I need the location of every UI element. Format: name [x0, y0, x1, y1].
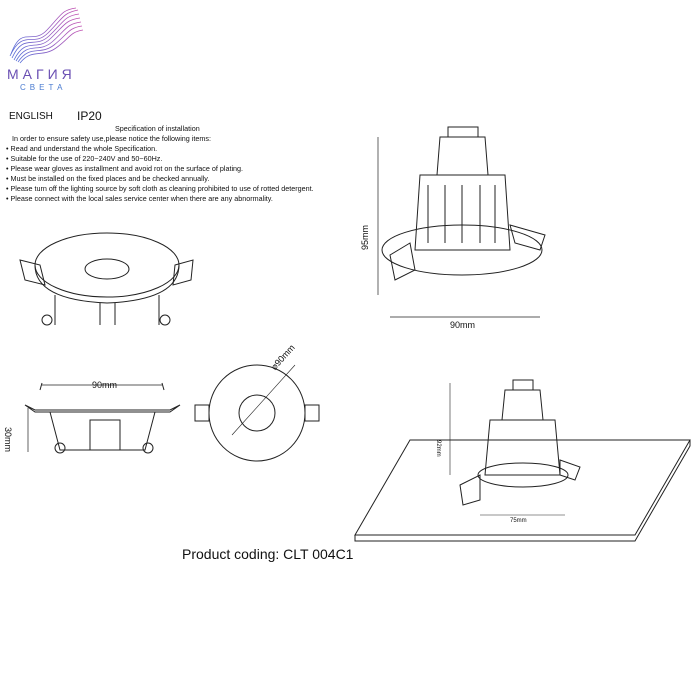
spec-intro: In order to ensure safety use,please not…	[12, 134, 211, 143]
spec-title: Specification of installation	[115, 124, 200, 133]
spec-item: • Read and understand the whole Specific…	[6, 144, 158, 153]
logo-wave-icon	[9, 7, 84, 64]
fixture-side-drawing	[24, 382, 181, 454]
lamp-fixture-drawing	[377, 126, 546, 318]
ip-rating: IP20	[77, 109, 102, 123]
spec-list: • Read and understand the whole Specific…	[6, 144, 314, 204]
language-label: ENGLISH	[9, 111, 53, 122]
product-coding: Product coding: CLT 004C1	[182, 546, 354, 562]
cutout-label: 75mm	[510, 518, 527, 524]
spec-item: • Must be installed on the fixed places …	[6, 174, 210, 183]
lamp-height-label: 95mm	[360, 224, 370, 250]
lamp-width-label: 90mm	[450, 320, 476, 330]
spec-item: • Please connect with the local sales se…	[6, 194, 273, 203]
spec-item: • Suitable for the use of 220~240V and 5…	[6, 154, 163, 163]
installed-drawing	[354, 379, 691, 542]
side-height-label: 30mm	[3, 427, 13, 453]
spec-item: • Please wear gloves as installment and …	[6, 164, 244, 173]
logo-subtitle: СВЕТА	[20, 83, 67, 92]
side-width-label: 90mm	[92, 380, 118, 390]
install-height-label: 92mm	[435, 440, 441, 457]
fixture-perspective-drawing	[19, 232, 194, 326]
fixture-top-drawing	[194, 364, 320, 462]
spec-item: • Please turn off the lighting source by…	[6, 184, 314, 193]
logo-title: МАГИЯ	[7, 66, 76, 82]
